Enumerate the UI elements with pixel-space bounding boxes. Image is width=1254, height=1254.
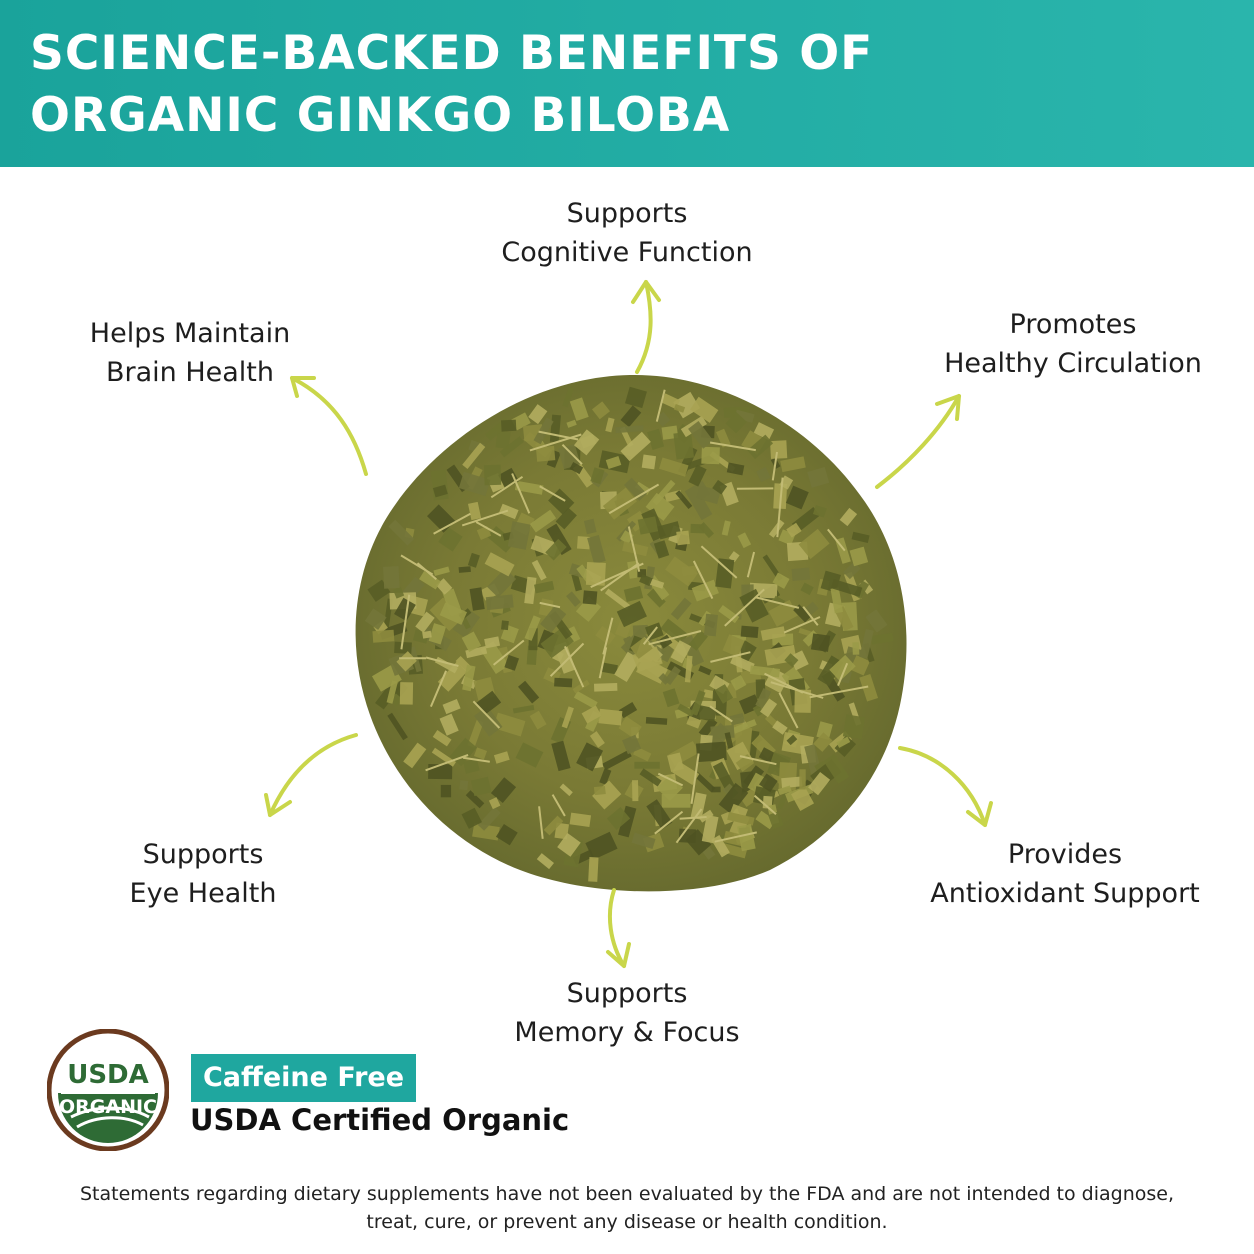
benefit-brain-line-2: Brain Health [105, 357, 275, 388]
benefit-eye-health: Supports Eye Health [110, 835, 296, 913]
curved-arrow-icon-memory [606, 888, 631, 968]
usda-organic-seal-icon: USDA ORGANIC [47, 1029, 169, 1151]
benefit-brain-line-1: Helps Maintain [89, 318, 291, 349]
benefit-circulation-line-2: Healthy Circulation [944, 348, 1202, 379]
benefit-eye-line-2: Eye Health [129, 878, 277, 909]
benefit-memory-line-1: Supports [566, 978, 688, 1009]
benefit-circulation-line-1: Promotes [1009, 309, 1137, 340]
benefit-cognitive-line-1: Supports [566, 198, 688, 229]
benefit-brain-health: Helps Maintain Brain Health [70, 314, 310, 392]
benefit-antioxidant-line-1: Provides [1007, 839, 1123, 870]
benefit-antioxidant-support: Provides Antioxidant Support [920, 835, 1210, 913]
benefit-cognitive-function: Supports Cognitive Function [490, 194, 764, 272]
benefit-cognitive-line-2: Cognitive Function [501, 237, 753, 268]
caffeine-free-badge: Caffeine Free [191, 1054, 416, 1102]
header-banner: SCIENCE-BACKED BENEFITS OF ORGANIC GINKG… [0, 0, 1254, 167]
curved-arrow-icon-cognitive [631, 280, 661, 374]
page-title-line-1: SCIENCE-BACKED BENEFITS OF [30, 26, 874, 81]
disclaimer-line-1: Statements regarding dietary supplements… [80, 1183, 1174, 1205]
fda-disclaimer: Statements regarding dietary supplements… [20, 1180, 1234, 1236]
ginkgo-leaf-pile-image [355, 374, 907, 892]
benefit-eye-line-1: Supports [142, 839, 264, 870]
page-title-line-2: ORGANIC GINKGO BILOBA [30, 88, 731, 143]
usda-certified-label: USDA Certified Organic [190, 1103, 570, 1137]
benefit-antioxidant-line-2: Antioxidant Support [930, 878, 1200, 909]
benefit-healthy-circulation: Promotes Healthy Circulation [932, 305, 1214, 383]
disclaimer-line-2: treat, cure, or prevent any disease or h… [366, 1211, 888, 1233]
seal-bottom-text: ORGANIC [59, 1096, 157, 1118]
benefit-memory-focus: Supports Memory & Focus [507, 974, 747, 1052]
seal-top-text: USDA [67, 1060, 149, 1090]
benefit-memory-line-2: Memory & Focus [514, 1017, 740, 1048]
